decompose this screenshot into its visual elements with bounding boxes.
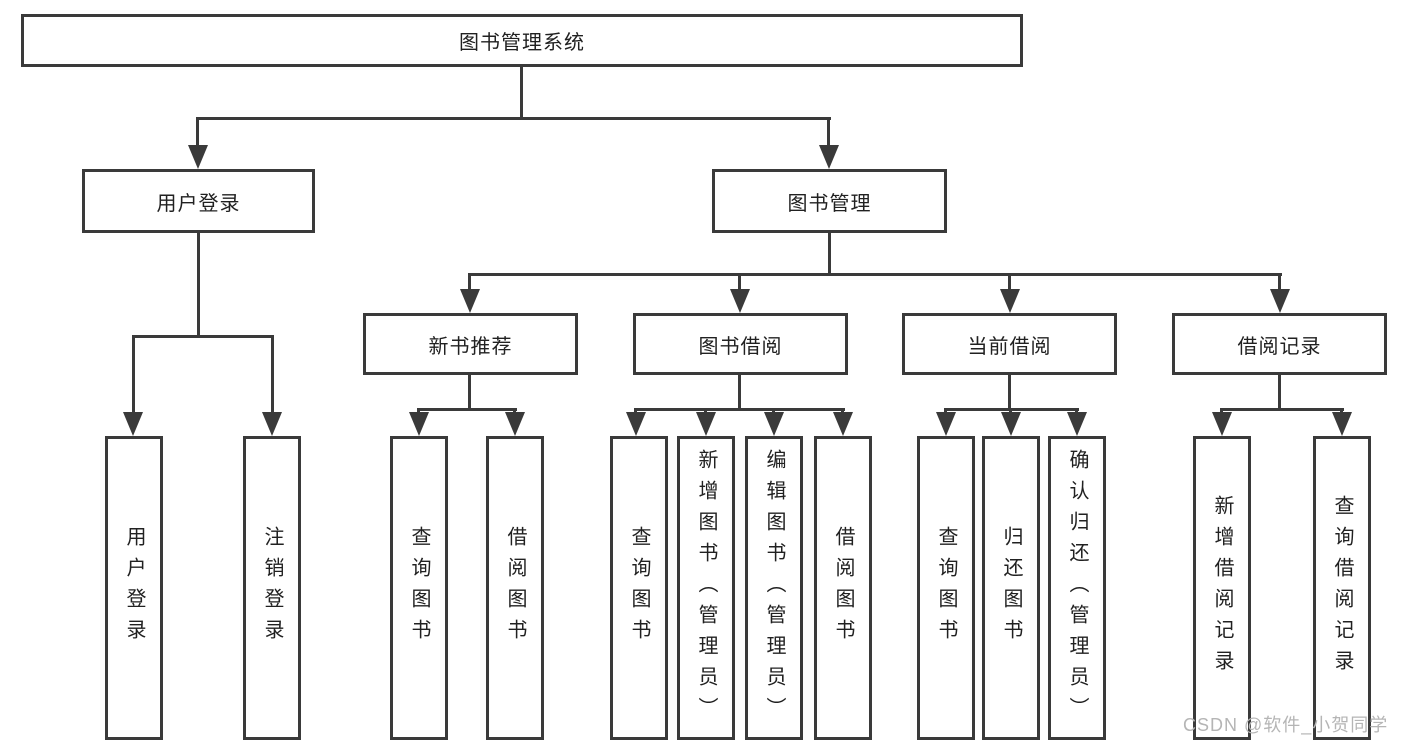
connector-mgmt-rail: [468, 273, 1282, 276]
arrow-down-icon: [1000, 289, 1020, 313]
leaf-borrow-books-borrowing: 借阅图书: [814, 436, 872, 740]
arrow-stem: [772, 408, 775, 414]
node-root-library-system: 图书管理系统: [21, 14, 1023, 67]
leaf-query-books-borrowing: 查询图书: [610, 436, 668, 740]
leaf-user-login: 用户登录: [105, 436, 163, 740]
leaf-label: 确认归还（管理员）: [1066, 448, 1088, 728]
arrow-down-icon: [505, 412, 525, 436]
arrow-down-icon: [819, 145, 839, 169]
leaf-edit-books-admin: 编辑图书（管理员）: [745, 436, 803, 740]
connector-recommend-stem: [468, 374, 471, 411]
arrow-down-icon: [936, 412, 956, 436]
node-book-borrowing: 图书借阅: [633, 313, 848, 375]
arrow-stem: [468, 273, 471, 289]
leaf-label: 编辑图书（管理员）: [763, 448, 785, 728]
arrow-stem: [1340, 408, 1343, 414]
leaf-confirm-return-admin: 确认归还（管理员）: [1048, 436, 1106, 740]
leaf-label: 查询图书: [408, 526, 430, 650]
connector-root-rail: [197, 117, 831, 120]
arrow-down-icon: [188, 145, 208, 169]
connector-recommend-rail: [418, 408, 517, 411]
leaf-borrow-books-recommend: 借阅图书: [486, 436, 544, 740]
leaf-add-books-admin: 新增图书（管理员）: [677, 436, 735, 740]
node-label: 用户登录: [156, 192, 241, 215]
leaf-label: 注销登录: [261, 526, 283, 650]
leaf-label: 归还图书: [1000, 526, 1022, 650]
arrow-down-icon: [764, 412, 784, 436]
leaf-label: 新增图书（管理员）: [695, 448, 717, 728]
leaf-label: 查询图书: [628, 526, 650, 650]
node-borrowing-records: 借阅记录: [1172, 313, 1387, 375]
arrow-down-icon: [1067, 412, 1087, 436]
arrow-stem: [704, 408, 707, 414]
connector-borrowing-stem: [738, 374, 741, 411]
arrow-down-icon: [409, 412, 429, 436]
node-label: 借阅记录: [1237, 335, 1322, 358]
leaf-query-books-current: 查询图书: [917, 436, 975, 740]
arrow-stem: [417, 408, 420, 414]
arrow-stem: [271, 335, 274, 412]
node-label: 图书管理系统: [459, 32, 585, 54]
arrow-down-icon: [1332, 412, 1352, 436]
leaf-label: 查询借阅记录: [1331, 495, 1353, 681]
arrow-stem: [132, 335, 135, 412]
connector-records-stem: [1278, 374, 1281, 411]
node-label: 图书借阅: [698, 335, 783, 358]
arrow-stem: [1278, 273, 1281, 289]
node-user-login: 用户登录: [82, 169, 315, 233]
arrow-stem: [1009, 408, 1012, 414]
arrow-down-icon: [696, 412, 716, 436]
arrow-down-icon: [1212, 412, 1232, 436]
connector-login-rail: [132, 335, 274, 338]
connector-current-stem: [1008, 374, 1011, 411]
node-current-borrowing: 当前借阅: [902, 313, 1117, 375]
arrow-down-icon: [460, 289, 480, 313]
node-label: 新书推荐: [428, 335, 513, 358]
leaf-label: 用户登录: [123, 526, 145, 650]
arrow-down-icon: [262, 412, 282, 436]
leaf-return-books: 归还图书: [982, 436, 1040, 740]
leaf-label: 查询图书: [935, 526, 957, 650]
arrow-stem: [513, 408, 516, 414]
leaf-add-borrow-record: 新增借阅记录: [1193, 436, 1251, 740]
arrow-stem: [1075, 408, 1078, 414]
arrow-down-icon: [626, 412, 646, 436]
arrow-stem: [827, 117, 830, 145]
connector-root-stem: [520, 66, 523, 119]
arrow-stem: [1008, 273, 1011, 289]
leaf-label: 借阅图书: [504, 526, 526, 650]
arrow-stem: [841, 408, 844, 414]
connector-mgmt-stem: [828, 232, 831, 276]
arrow-stem: [738, 273, 741, 289]
connector-records-rail: [1220, 408, 1344, 411]
connector-borrowing-rail: [634, 408, 845, 411]
arrow-down-icon: [730, 289, 750, 313]
arrow-down-icon: [833, 412, 853, 436]
leaf-query-borrow-record: 查询借阅记录: [1313, 436, 1371, 740]
arrow-stem: [1220, 408, 1223, 414]
arrow-down-icon: [1270, 289, 1290, 313]
arrow-stem: [634, 408, 637, 414]
leaf-label: 借阅图书: [832, 526, 854, 650]
arrow-stem: [196, 117, 199, 145]
leaf-query-books-recommend: 查询图书: [390, 436, 448, 740]
node-book-management: 图书管理: [712, 169, 947, 233]
arrow-down-icon: [123, 412, 143, 436]
connector-login-stem: [197, 232, 200, 338]
arrow-stem: [944, 408, 947, 414]
csdn-watermark: CSDN @软件_小贺同学: [1183, 715, 1389, 735]
node-new-book-recommend: 新书推荐: [363, 313, 578, 375]
node-label: 当前借阅: [967, 335, 1052, 358]
arrow-down-icon: [1001, 412, 1021, 436]
leaf-logout: 注销登录: [243, 436, 301, 740]
leaf-label: 新增借阅记录: [1211, 495, 1233, 681]
node-label: 图书管理: [787, 192, 872, 215]
